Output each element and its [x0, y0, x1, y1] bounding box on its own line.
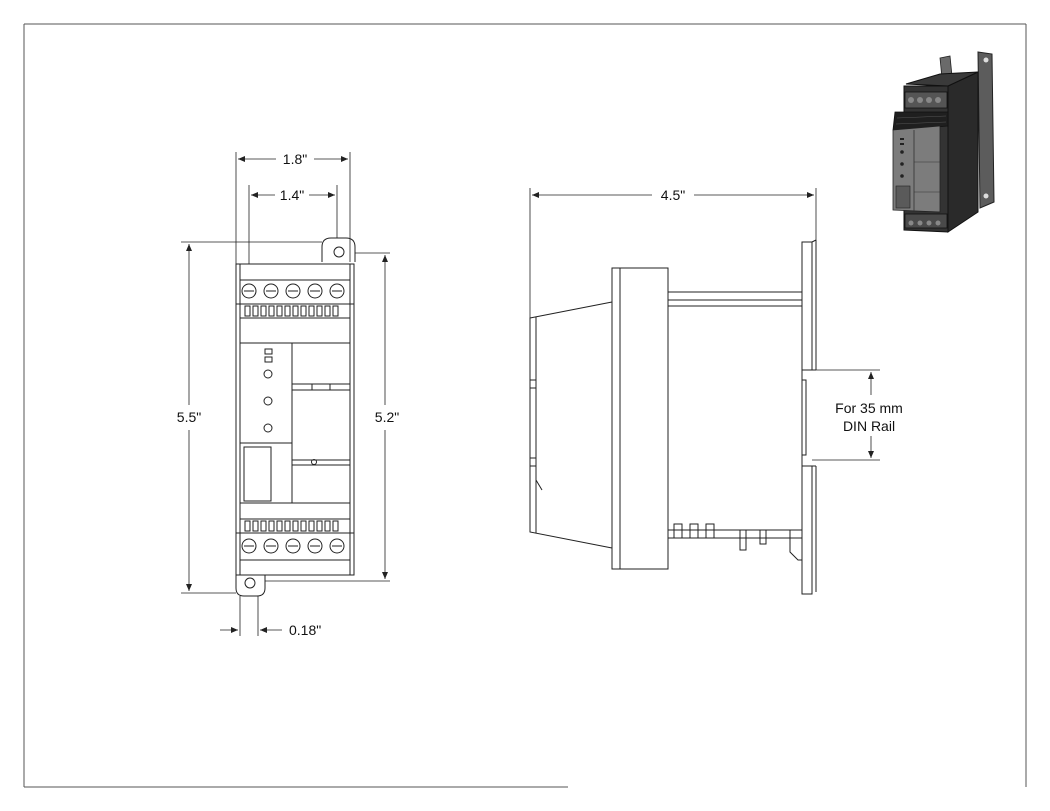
- drawing-frame: [23, 23, 1027, 788]
- side-dimension-labels: 4.5" For 35 mm DIN Rail: [661, 187, 903, 434]
- terminal-slots-bottom: [244, 520, 339, 532]
- terminal-screws-bottom: [240, 538, 350, 561]
- terminal-slots-top: [244, 305, 339, 317]
- din-rail-label-line2: DIN Rail: [843, 418, 895, 434]
- dim-height-overall: 5.5": [177, 409, 201, 425]
- terminal-screws-top: [240, 279, 350, 299]
- dim-mount-hole: 0.18": [289, 622, 321, 638]
- dim-width-overall: 1.8": [283, 151, 307, 167]
- front-dimensions: [181, 152, 390, 636]
- side-dimensions: [529, 188, 880, 461]
- din-rail-label-line1: For 35 mm: [835, 400, 903, 416]
- front-dimension-labels: 1.8" 1.4" 5.5" 5.2" 0.18": [177, 151, 399, 638]
- side-view: [529, 239, 817, 595]
- front-view: [235, 237, 356, 597]
- dim-depth: 4.5": [661, 187, 685, 203]
- product-isometric-render: [892, 51, 995, 233]
- dim-height-inner: 5.2": [375, 409, 399, 425]
- dim-width-inner: 1.4": [280, 187, 304, 203]
